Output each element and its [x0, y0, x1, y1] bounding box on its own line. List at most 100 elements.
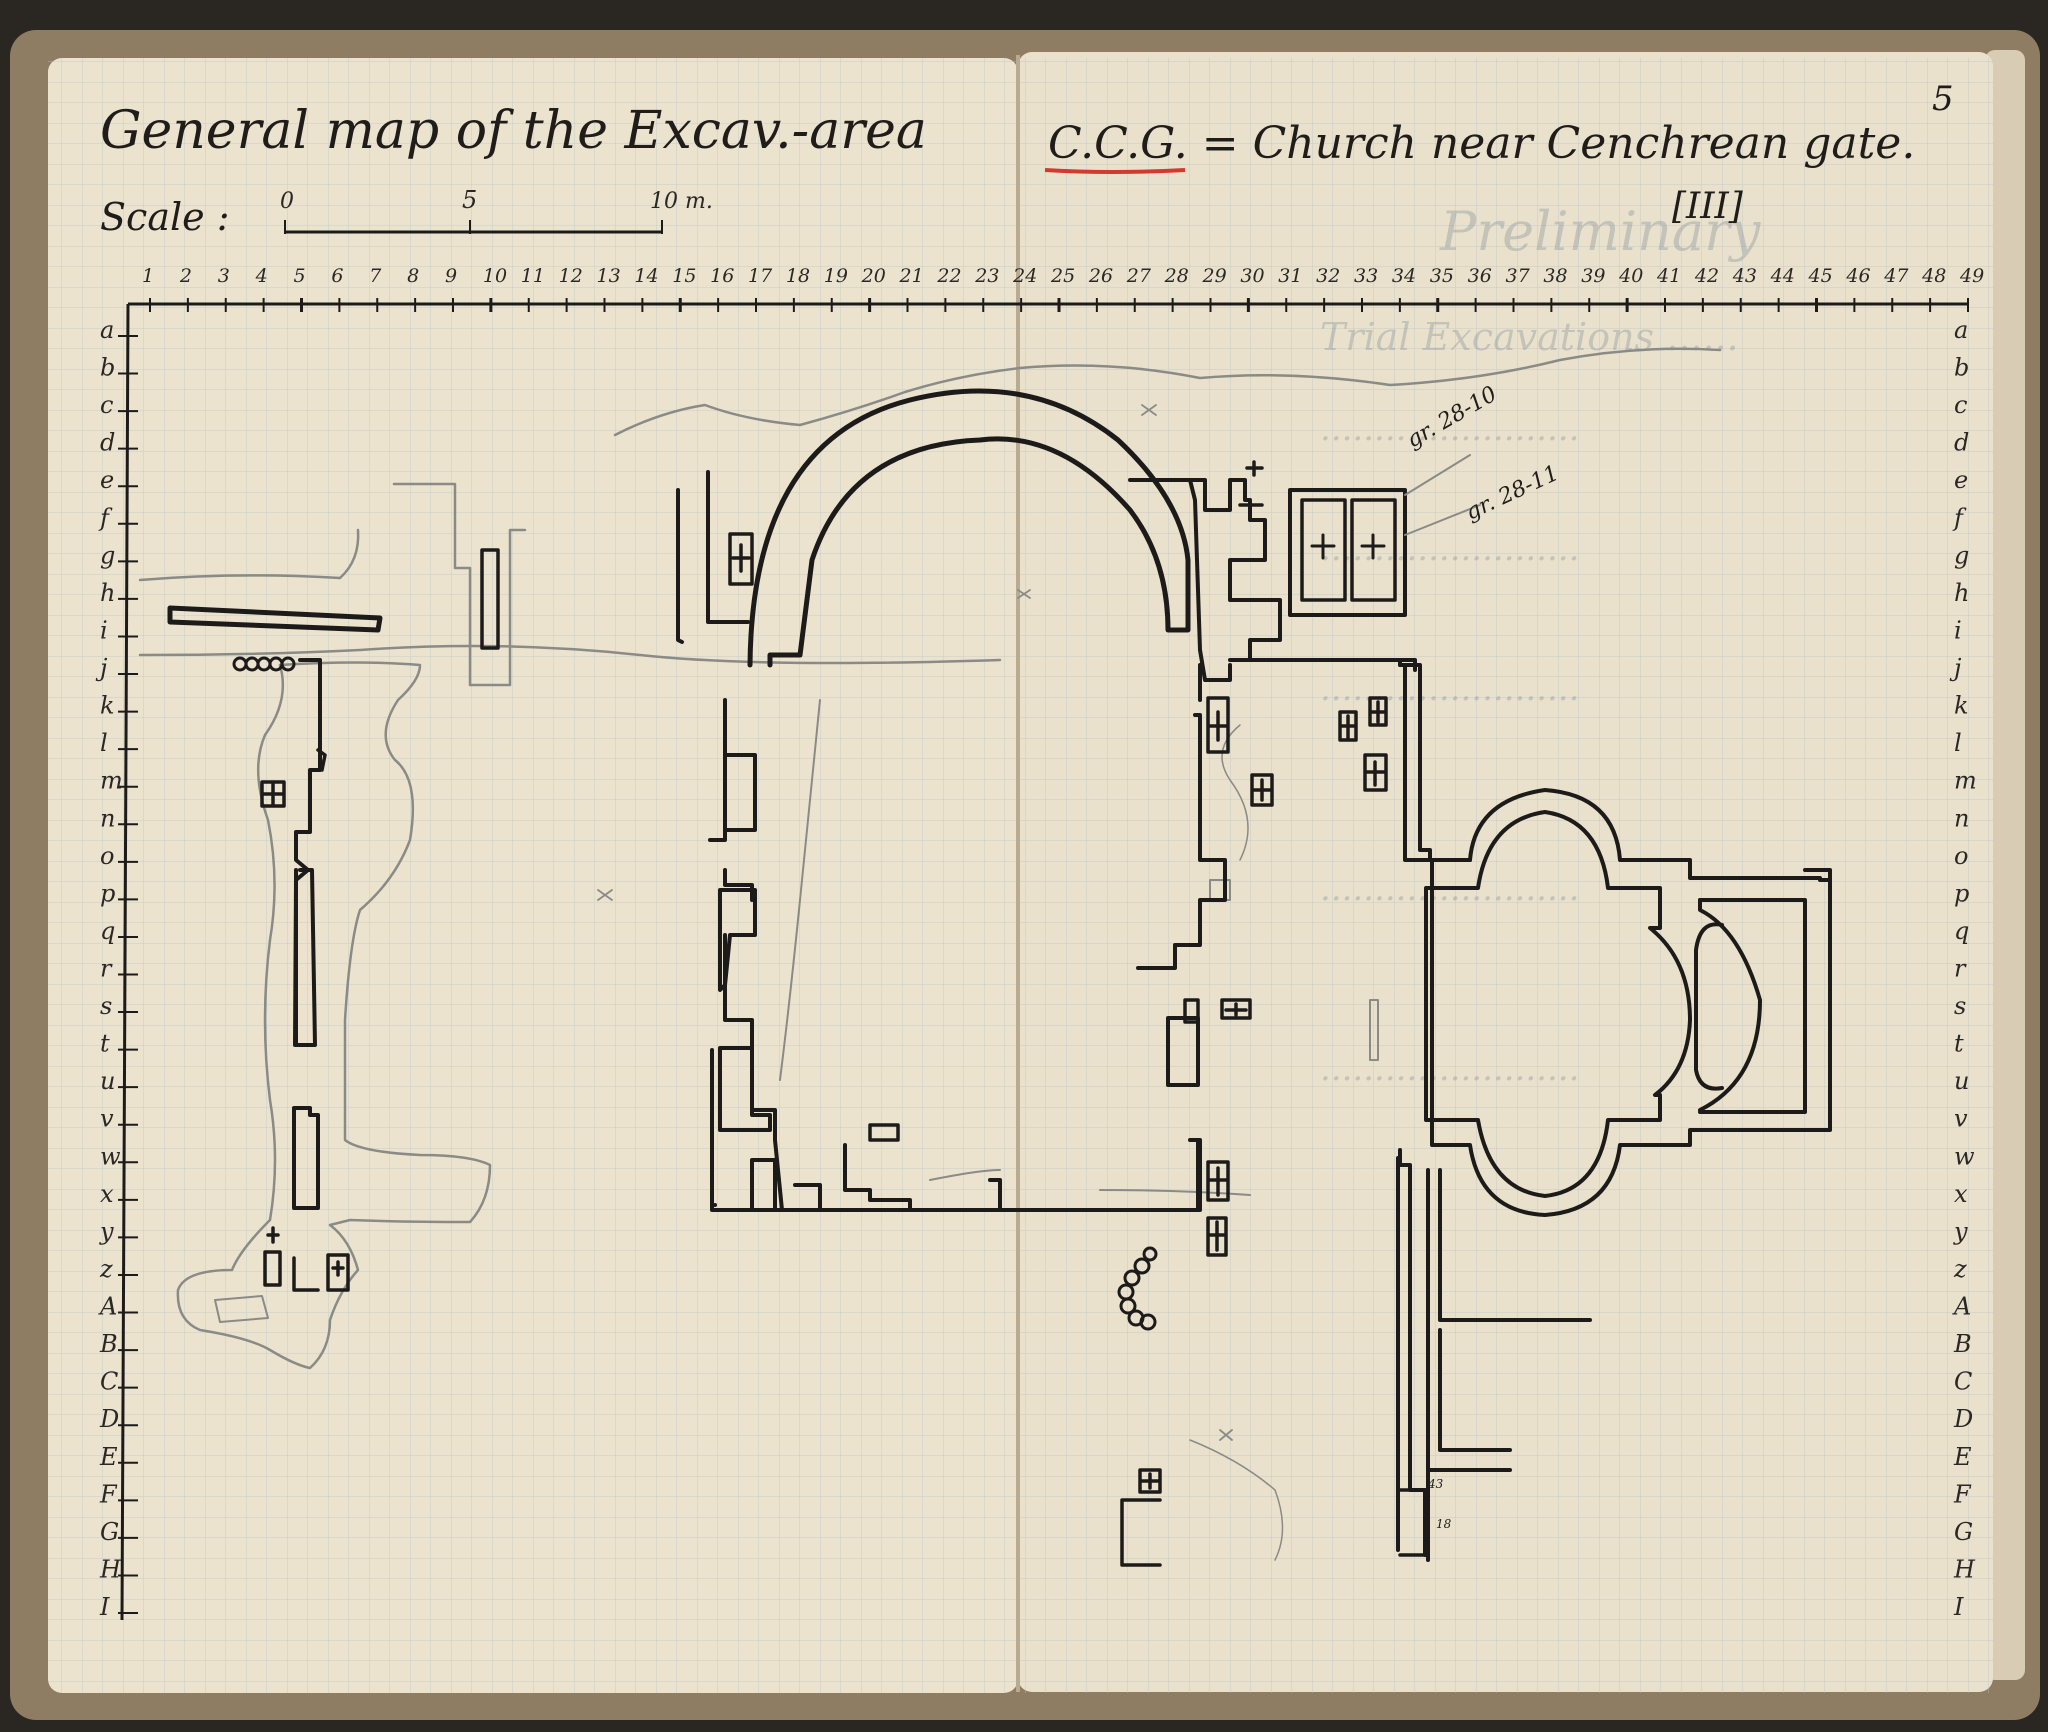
row-label-right: D — [1953, 1405, 1973, 1433]
row-label-right: E — [1953, 1443, 1972, 1471]
column-label: 30 — [1240, 265, 1264, 287]
row-label-right: A — [1952, 1293, 1971, 1321]
column-label: 48 — [1921, 265, 1946, 287]
row-label-right: I — [1953, 1593, 1964, 1621]
row-label-left: h — [100, 579, 115, 607]
scale-tick-5: 5 — [462, 186, 477, 214]
column-label: 31 — [1278, 265, 1302, 287]
row-label-right: w — [1954, 1142, 1975, 1170]
svg-text:........................: ........................ — [1320, 669, 1579, 709]
row-label-left: C — [100, 1368, 118, 1396]
scale-tick-10: 10 m. — [650, 189, 713, 214]
scale-tick-0: 0 — [280, 189, 294, 214]
row-label-left: F — [99, 1480, 118, 1508]
left-page-title: General map of the Excav.-area — [100, 101, 927, 161]
title-underline — [1044, 168, 1186, 174]
page-number: 5 — [1932, 79, 1954, 119]
column-label: 24 — [1012, 265, 1037, 287]
row-label-left: D — [99, 1405, 119, 1433]
row-label-left: c — [100, 391, 113, 419]
column-label: 6 — [331, 265, 343, 287]
row-label-right: y — [1953, 1217, 1968, 1245]
row-label-left: m — [100, 767, 123, 795]
column-label: 13 — [597, 265, 621, 287]
row-label-right: r — [1954, 955, 1967, 983]
row-label-right: d — [1954, 429, 1969, 457]
column-label: 29 — [1202, 265, 1227, 287]
row-label-right: C — [1954, 1368, 1972, 1396]
row-label-right: s — [1954, 992, 1966, 1020]
column-label: 7 — [369, 265, 382, 287]
column-label: 11 — [521, 265, 545, 287]
row-label-left: p — [100, 879, 115, 907]
column-label: 10 — [483, 265, 507, 287]
row-label-right: G — [1954, 1518, 1973, 1546]
row-label-left: k — [100, 692, 115, 720]
column-label: 49 — [1959, 265, 1984, 287]
column-label: 18 — [786, 265, 810, 287]
row-label-right: H — [1953, 1555, 1976, 1583]
column-label: 14 — [634, 265, 658, 287]
row-label-right: e — [1954, 466, 1968, 494]
column-label: 42 — [1694, 265, 1719, 287]
svg-text:Trial Excavations ......: Trial Excavations ...... — [1320, 315, 1739, 359]
column-label: 27 — [1126, 265, 1152, 287]
row-label-left: E — [99, 1443, 118, 1471]
pencil-features — [138, 347, 1722, 1561]
row-label-right: t — [1954, 1030, 1964, 1058]
row-label-right: F — [1953, 1480, 1972, 1508]
column-label: 32 — [1316, 265, 1340, 287]
row-label-left: b — [100, 354, 115, 382]
column-label: 15 — [672, 265, 696, 287]
row-label-right: k — [1954, 692, 1969, 720]
row-label-left: x — [100, 1180, 114, 1208]
svg-text:........................: ........................ — [1320, 1049, 1579, 1089]
row-label-right: c — [1954, 391, 1967, 419]
column-label: 16 — [710, 265, 734, 287]
column-label: 44 — [1770, 265, 1795, 287]
row-label-left: I — [99, 1593, 110, 1621]
row-label-left: s — [100, 992, 112, 1020]
column-label: 12 — [559, 265, 583, 287]
row-label-left: A — [98, 1293, 117, 1321]
column-label: 33 — [1354, 265, 1378, 287]
row-label-right: p — [1954, 879, 1969, 907]
row-label-left: v — [100, 1105, 114, 1133]
column-label: 2 — [179, 265, 192, 287]
column-label: 28 — [1164, 265, 1189, 287]
row-label-left: t — [100, 1030, 110, 1058]
column-label: 8 — [407, 265, 419, 287]
row-label-left: a — [100, 316, 114, 344]
row-label-right: x — [1954, 1180, 1968, 1208]
row-label-left: o — [100, 842, 114, 870]
row-label-left: H — [99, 1555, 122, 1583]
row-label-left: g — [100, 541, 115, 569]
column-label: 37 — [1506, 265, 1531, 287]
column-label: 4 — [255, 265, 268, 287]
column-label: 23 — [974, 265, 999, 287]
row-label-left: q — [100, 917, 115, 945]
column-label: 20 — [861, 265, 886, 287]
column-label: 21 — [899, 265, 924, 287]
row-label-left: i — [100, 616, 108, 644]
row-label-left: z — [99, 1255, 113, 1283]
row-label-right: h — [1954, 579, 1969, 607]
column-label: 9 — [445, 265, 457, 287]
plan-note-43: 43 — [1427, 1477, 1444, 1491]
row-label-right: n — [1954, 804, 1969, 832]
column-label: 22 — [936, 265, 961, 287]
row-label-left: l — [100, 729, 108, 757]
column-label: 41 — [1656, 265, 1681, 287]
row-label-right: l — [1954, 729, 1962, 757]
row-label-left: w — [100, 1142, 121, 1170]
row-label-left: n — [100, 804, 115, 832]
row-label-left: r — [100, 955, 113, 983]
row-label-right: v — [1954, 1105, 1968, 1133]
column-label: 39 — [1581, 265, 1605, 287]
row-label-right: u — [1954, 1067, 1969, 1095]
column-label: 34 — [1392, 265, 1416, 287]
row-label-left: u — [100, 1067, 115, 1095]
column-label: 45 — [1808, 265, 1833, 287]
bleed-through-text: Preliminary Trial Excavations ...... ...… — [1320, 200, 1762, 1089]
